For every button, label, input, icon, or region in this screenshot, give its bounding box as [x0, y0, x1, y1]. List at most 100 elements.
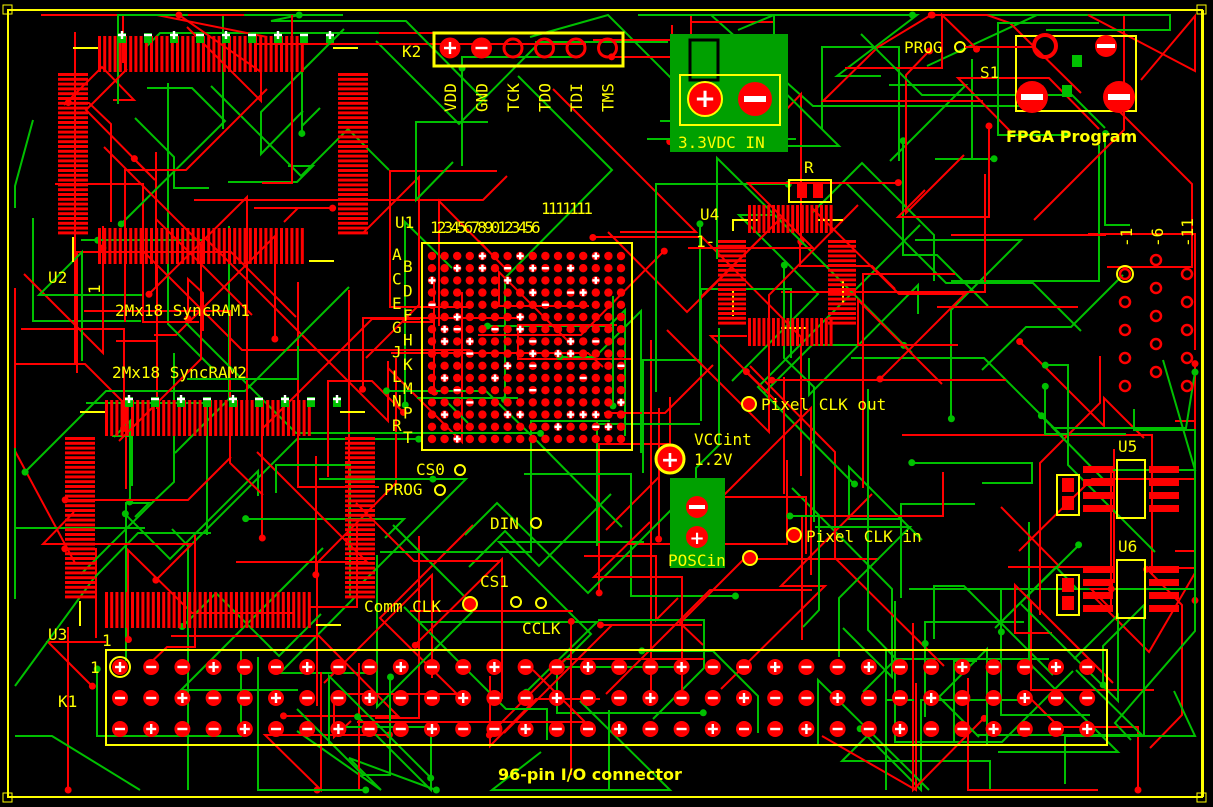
trace [489, 751, 616, 791]
trace [117, 14, 188, 104]
u1-row-label: C [392, 269, 402, 288]
vccint-pad[interactable] [654, 443, 686, 475]
minus-icon [541, 303, 549, 306]
bga-ball [465, 288, 474, 297]
bga-ball [490, 422, 500, 431]
din-label: DIN [490, 514, 519, 533]
power-input-connector[interactable]: + 3.3VDC IN [670, 34, 788, 152]
smd-pad [345, 509, 375, 512]
minus-icon [739, 665, 749, 669]
trace [464, 501, 673, 595]
pixel-clk-out-pad[interactable] [741, 396, 757, 412]
smd-pad [300, 36, 304, 72]
minus-icon [115, 727, 125, 731]
minus-icon [707, 665, 718, 669]
cap-pad [1062, 478, 1074, 492]
smd-pad [767, 318, 771, 346]
smd-pad [828, 312, 856, 315]
cs1-testpoint[interactable] [510, 596, 522, 608]
bga-ball [591, 434, 600, 444]
bga-ball [604, 349, 613, 358]
bga-ball [541, 288, 550, 297]
bga-ball [579, 386, 588, 395]
trace [851, 357, 1064, 438]
smd-pad [170, 36, 174, 72]
u2-sram[interactable] [58, 31, 368, 264]
bga-ball [579, 264, 588, 273]
smd-pad [191, 228, 195, 264]
cap-pad [1062, 578, 1074, 592]
minus-icon [801, 665, 812, 669]
u4-chip[interactable] [718, 205, 856, 346]
smd-pad [718, 268, 746, 272]
posc-pad[interactable] [742, 550, 758, 566]
via [990, 155, 998, 163]
smd-pad [338, 140, 368, 144]
vga-pin [1149, 365, 1163, 379]
cs0-testpoint[interactable] [454, 464, 466, 476]
vga-connector[interactable] [1116, 10, 1204, 797]
plus-icon [462, 693, 465, 703]
prog-testpoint-2[interactable] [434, 484, 446, 496]
bga-ball [566, 276, 575, 285]
din-testpoint[interactable] [530, 517, 542, 529]
smd-pad [338, 116, 368, 120]
trace [895, 126, 990, 218]
bga-ball [616, 349, 626, 358]
pixel-clk-in-pad[interactable] [786, 527, 802, 543]
bga-ball [453, 422, 462, 431]
via [850, 480, 858, 488]
plus-icon [456, 313, 459, 321]
smd-pad [718, 249, 746, 253]
k2-pin-label: TMS [599, 83, 618, 112]
trace [967, 678, 1098, 791]
vga-pin [1180, 351, 1194, 365]
k1-io-connector[interactable] [105, 649, 1108, 746]
plus-icon [930, 693, 933, 703]
bga-ball [604, 386, 613, 395]
smd-pad [345, 494, 375, 498]
smd-pad [345, 561, 375, 565]
smd-pad [193, 400, 197, 436]
cclk-testpoint[interactable] [535, 597, 547, 609]
corner-mark [2, 792, 13, 803]
bga-ball [478, 361, 487, 370]
bga-ball [604, 398, 613, 407]
bga-ball [427, 288, 437, 297]
minus-icon [770, 727, 781, 731]
k2-jtag-header[interactable] [432, 31, 625, 68]
plus-icon [276, 31, 280, 39]
u3-sram[interactable] [65, 395, 375, 628]
minus-icon [676, 696, 687, 700]
u1-row-label: A [392, 245, 402, 264]
plus-icon [582, 411, 585, 419]
smd-pad [254, 36, 257, 72]
bga-ball [516, 361, 525, 370]
bga-ball [553, 373, 563, 383]
s1-switch[interactable] [1015, 33, 1137, 113]
trace [1146, 568, 1183, 749]
trace [593, 236, 802, 476]
trace [375, 40, 540, 126]
bga-ball [604, 264, 613, 273]
smd-pad [345, 499, 375, 503]
trace [552, 88, 699, 233]
u1-fpga-bga[interactable] [421, 242, 633, 451]
bga-ball [503, 349, 512, 358]
u2-ref: U2 [48, 268, 67, 287]
smd-pad [139, 228, 143, 264]
smd-pad [58, 145, 88, 148]
smd-pad [248, 228, 252, 264]
trace [1039, 356, 1101, 615]
smd-pad [65, 581, 95, 584]
u5-chip[interactable] [1056, 459, 1179, 519]
bga-ball [566, 361, 575, 370]
smd-pad [786, 205, 790, 233]
smd-pad [345, 581, 375, 584]
bga-ball [465, 373, 474, 383]
minus-icon [689, 505, 705, 509]
u6-chip[interactable] [1056, 559, 1179, 619]
minus-icon [333, 665, 344, 669]
comm-clk-pad[interactable] [462, 596, 478, 612]
smd-pad [338, 212, 368, 216]
